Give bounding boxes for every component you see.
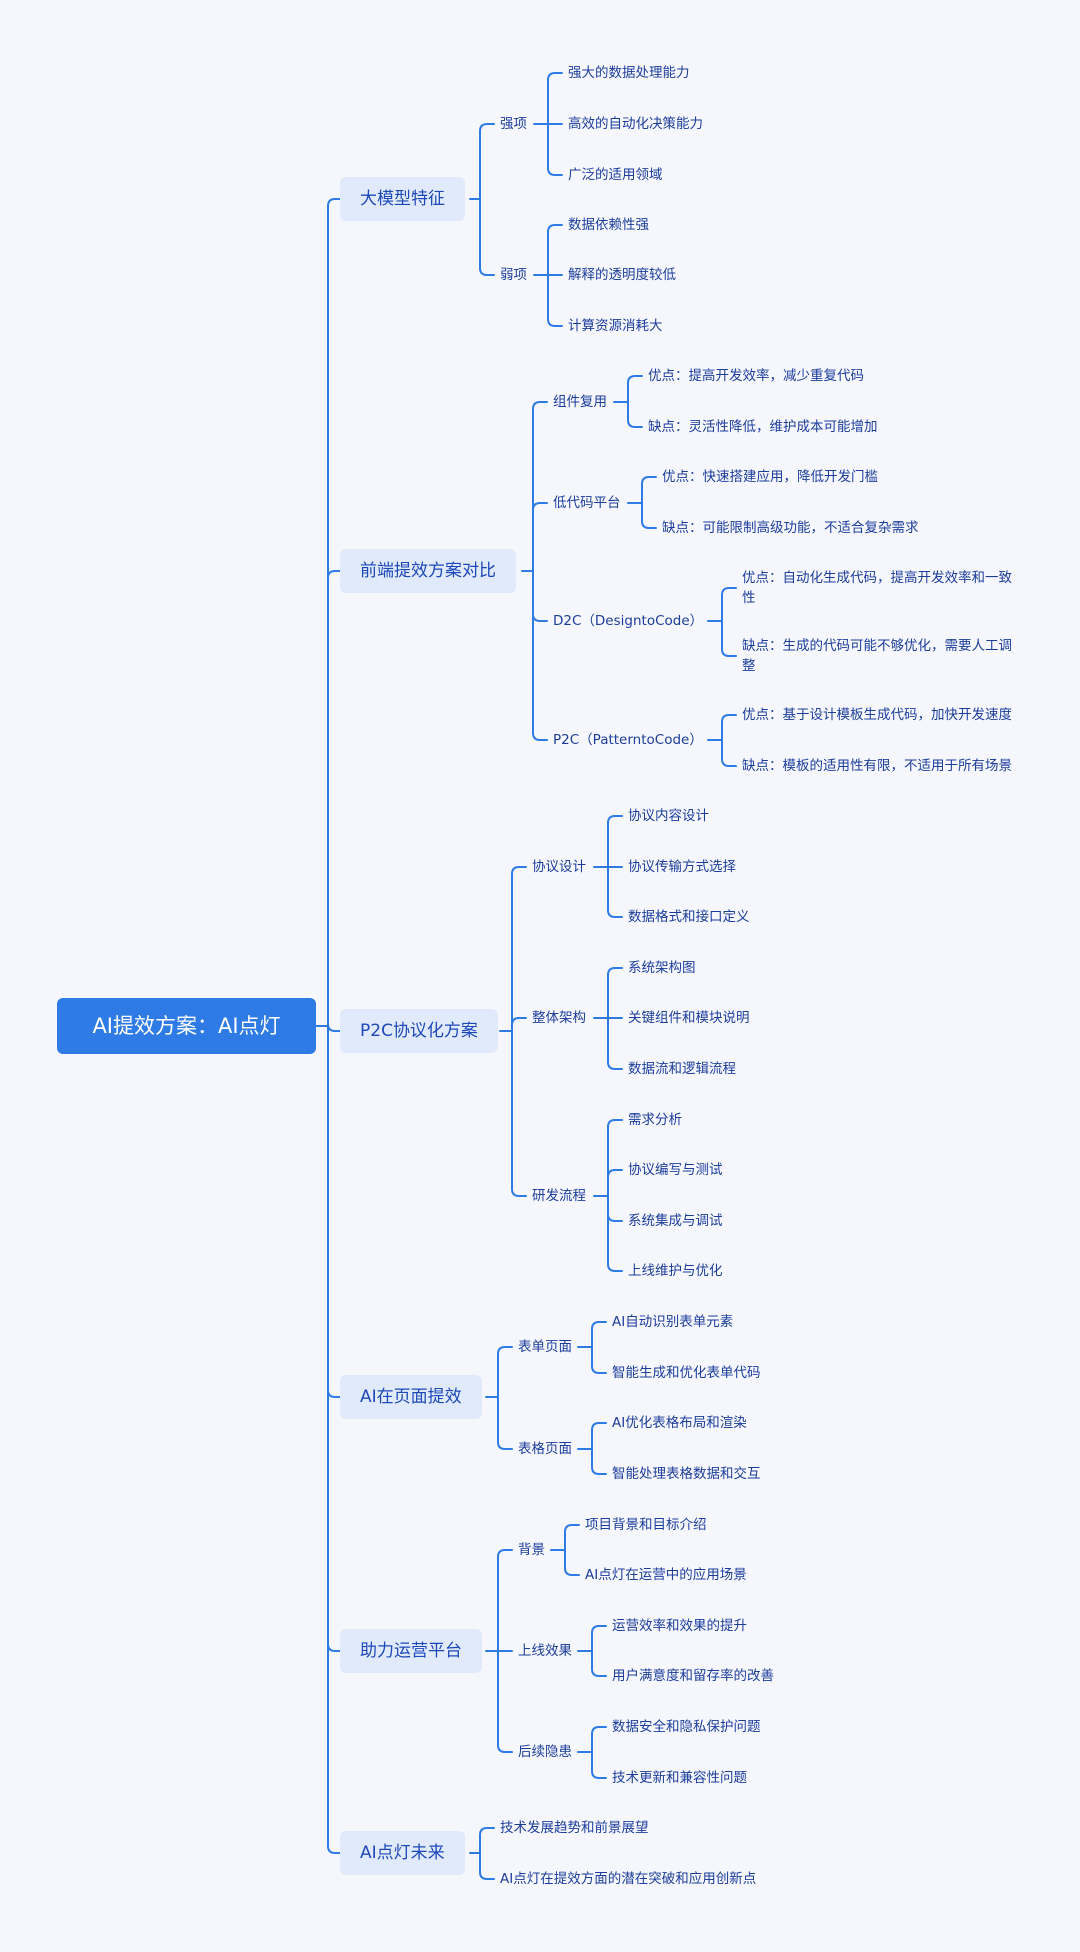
leaf-node[interactable]: 高效的自动化决策能力 [568,116,703,132]
branch-frontend-comparison[interactable]: 前端提效方案对比 [340,549,516,593]
leaf-node[interactable]: 缺点：生成的代码可能不够优化，需要人工调整 [742,638,1012,674]
leaf-node[interactable]: 缺点：可能限制高级功能，不适合复杂需求 [662,520,919,536]
branch-ai-future[interactable]: AI点灯未来 [340,1831,465,1875]
connector-line [499,866,527,1197]
connector-line [577,1625,607,1677]
connector-line [593,1119,623,1272]
leaf-node[interactable]: AI点灯在运营中的应用场景 [585,1567,747,1583]
leaf-node[interactable]: 技术发展趋势和前景展望 [500,1820,649,1836]
leaf-node[interactable]: 广泛的适用领域 [568,167,663,183]
leaf-node[interactable]: 用户满意度和留存率的改善 [612,1668,774,1684]
leaf-node[interactable]: 关键组件和模块说明 [628,1010,750,1026]
sub-node-component-reuse[interactable]: 组件复用 [553,394,607,410]
sub-node-p2c[interactable]: P2C（PatterntoCode） [553,732,703,748]
sub-node-low-code[interactable]: 低代码平台 [553,495,621,511]
connector-line [593,967,623,1070]
branch-ai-page-efficiency[interactable]: AI在页面提效 [340,1375,482,1419]
branch-model-features[interactable]: 大模型特征 [340,177,465,221]
connector-line [315,198,343,1854]
leaf-node[interactable]: AI自动识别表单元素 [612,1314,734,1330]
connector-line [577,1321,607,1374]
sub-node-strengths[interactable]: 强项 [500,116,527,132]
root-node[interactable]: AI提效方案：AI点灯 [57,998,316,1054]
connector-line [485,1549,513,1753]
leaf-node[interactable]: 优点：基于设计模板生成代码，加快开发速度 [742,707,1012,723]
sub-node-d2c[interactable]: D2C（DesigntoCode） [553,613,704,629]
sub-node-table-page[interactable]: 表格页面 [518,1441,572,1457]
sub-node-future-risks[interactable]: 后续隐患 [518,1744,572,1760]
leaf-node[interactable]: 协议传输方式选择 [628,859,736,875]
connector-line [533,224,563,327]
sub-node-background[interactable]: 背景 [518,1542,545,1558]
leaf-node[interactable]: 数据流和逻辑流程 [628,1061,736,1077]
branch-ops-platform[interactable]: 助力运营平台 [340,1629,482,1673]
connector-line [521,401,548,741]
leaf-node[interactable]: 技术更新和兼容性问题 [612,1770,747,1786]
leaf-node[interactable]: 系统架构图 [628,960,696,976]
leaf-node[interactable]: 项目背景和目标介绍 [585,1517,707,1533]
leaf-node[interactable]: AI优化表格布局和渲染 [612,1415,747,1431]
leaf-node[interactable]: 解释的透明度较低 [568,267,676,283]
connector-line [485,1346,513,1450]
leaf-node[interactable]: 协议编写与测试 [628,1162,723,1178]
leaf-node[interactable]: 数据安全和隐私保护问题 [612,1719,761,1735]
leaf-node[interactable]: 智能生成和优化表单代码 [612,1365,761,1381]
leaf-node[interactable]: AI点灯在提效方面的潜在突破和应用创新点 [500,1871,757,1887]
leaf-node[interactable]: 计算资源消耗大 [568,318,663,334]
leaf-node[interactable]: 数据格式和接口定义 [628,909,750,925]
sub-node-form-page[interactable]: 表单页面 [518,1339,572,1355]
sub-node-weaknesses[interactable]: 弱项 [500,267,527,283]
connector-line [707,587,737,657]
connector-line [577,1726,607,1779]
sub-node-launch-effect[interactable]: 上线效果 [518,1643,572,1659]
sub-node-architecture[interactable]: 整体架构 [532,1010,586,1026]
connector-line [627,476,657,529]
connector-line [613,375,643,428]
connector-line [469,1827,495,1880]
leaf-node[interactable]: 运营效率和效果的提升 [612,1618,747,1634]
connector-line [533,72,563,176]
branch-p2c-protocol[interactable]: P2C协议化方案 [340,1009,498,1053]
sub-node-protocol-design[interactable]: 协议设计 [532,859,586,875]
connector-line [577,1422,607,1475]
leaf-node[interactable]: 协议内容设计 [628,808,709,824]
leaf-node[interactable]: 强大的数据处理能力 [568,65,690,81]
leaf-node[interactable]: 优点：快速搭建应用，降低开发门槛 [662,469,878,485]
leaf-node[interactable]: 优点：自动化生成代码，提高开发效率和一致性 [742,570,1012,606]
leaf-node[interactable]: 系统集成与调试 [628,1213,723,1229]
leaf-node[interactable]: 缺点：模板的适用性有限，不适用于所有场景 [742,758,1012,774]
connector-line [707,714,737,767]
leaf-node[interactable]: 数据依赖性强 [568,217,649,233]
leaf-node[interactable]: 上线维护与优化 [628,1263,723,1279]
connector-line [593,815,623,918]
leaf-node[interactable]: 需求分析 [628,1112,682,1128]
leaf-node[interactable]: 智能处理表格数据和交互 [612,1466,761,1482]
leaf-node[interactable]: 优点：提高开发效率，减少重复代码 [648,368,864,384]
connector-line [550,1524,580,1576]
sub-node-dev-process[interactable]: 研发流程 [532,1188,586,1204]
connector-line [469,123,495,276]
leaf-node[interactable]: 缺点：灵活性降低，维护成本可能增加 [648,419,878,435]
